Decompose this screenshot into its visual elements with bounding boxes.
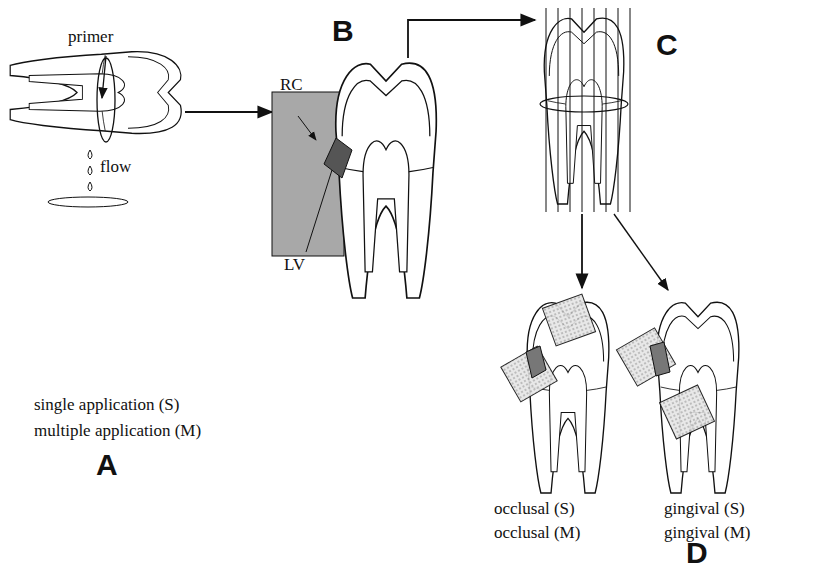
panel-letter: B <box>332 14 354 47</box>
panel-letter: C <box>656 28 678 61</box>
part-label: flow <box>100 158 131 177</box>
condition-label: occlusal (M) <box>494 524 580 543</box>
part-label: primer <box>68 28 113 47</box>
condition-label: occlusal (S) <box>494 500 575 519</box>
condition-label: multiple application (M) <box>34 422 201 441</box>
part-label: RC <box>280 76 303 95</box>
condition-label: single application (S) <box>34 396 179 415</box>
panel-letter: A <box>96 448 118 481</box>
condition-label: gingival (S) <box>664 500 745 519</box>
panel-letter: D <box>686 536 708 569</box>
part-label: LV <box>284 256 305 275</box>
